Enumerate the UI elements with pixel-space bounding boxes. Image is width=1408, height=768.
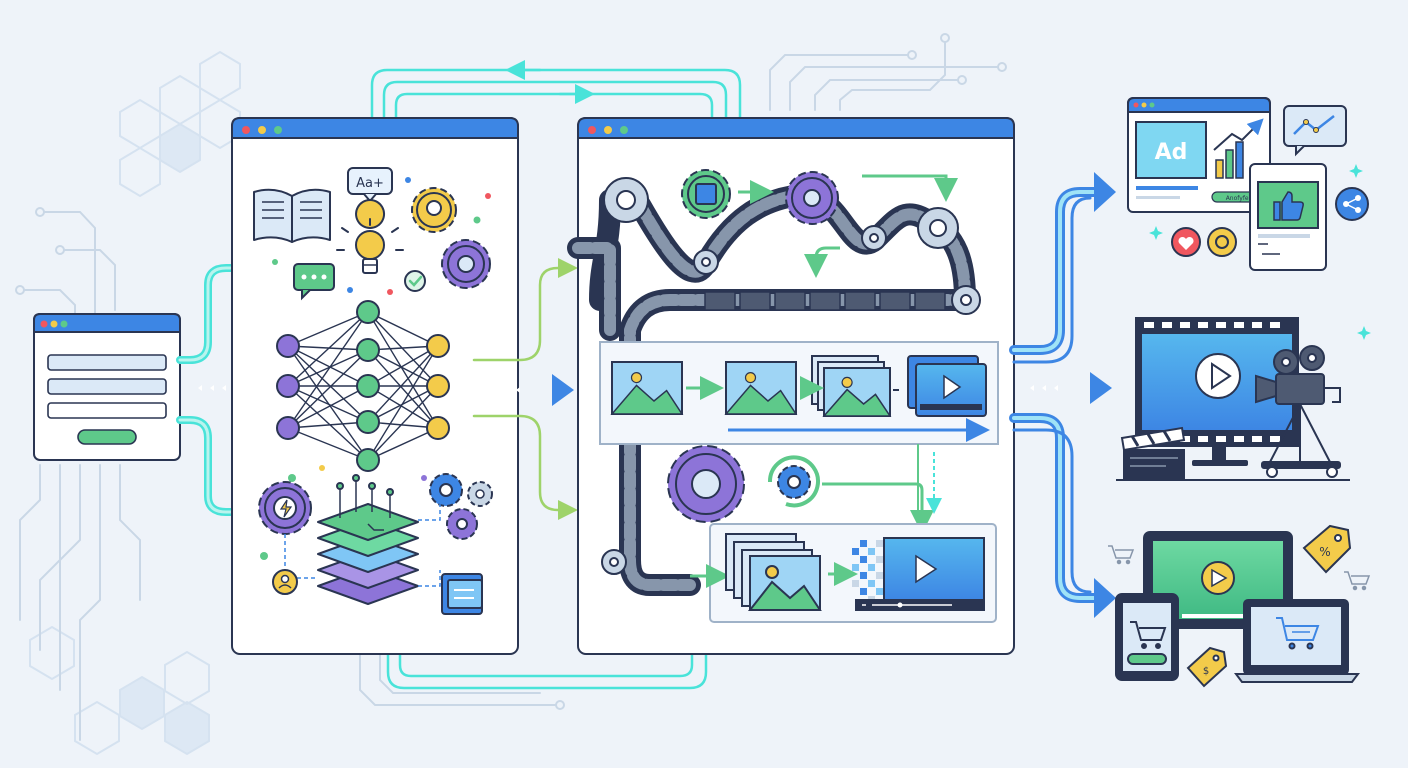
thumbs-up-icon bbox=[1273, 191, 1304, 221]
form-submit-button bbox=[77, 429, 137, 445]
input-node bbox=[276, 416, 300, 440]
ad-chip-label: Anofyfel bbox=[1226, 195, 1251, 202]
decor-dots bbox=[260, 177, 491, 560]
output-node bbox=[426, 334, 450, 358]
refresh-gear-icon bbox=[767, 455, 820, 508]
film-reel-icon bbox=[601, 177, 981, 575]
text-style-badge: Aa+ bbox=[347, 167, 393, 203]
pixel-block bbox=[876, 572, 883, 579]
pixel-block bbox=[868, 564, 875, 571]
film-frames bbox=[704, 291, 946, 311]
gear-icon bbox=[785, 171, 839, 225]
image-frame-icon bbox=[610, 361, 684, 415]
gear-cluster-icon bbox=[429, 473, 493, 540]
pixel-block bbox=[876, 540, 883, 547]
image-stack-icon bbox=[725, 533, 822, 611]
movie-camera-icon bbox=[1255, 345, 1341, 478]
flow-arrow bbox=[804, 246, 840, 278]
lightning-gear-icon bbox=[258, 481, 312, 535]
social-post-card bbox=[1249, 163, 1327, 271]
flow-arrow bbox=[822, 482, 934, 534]
sparkle-icon bbox=[1149, 164, 1371, 340]
background-hexagons bbox=[29, 50, 241, 756]
circuit-traces bbox=[15, 33, 1007, 741]
pixel-block bbox=[852, 580, 859, 587]
desktop-shop-icon bbox=[1234, 599, 1360, 683]
output-connectors bbox=[1006, 172, 1116, 618]
image-frame-icon bbox=[822, 367, 892, 417]
gear-icon bbox=[441, 239, 491, 289]
lightbulb-icon bbox=[336, 199, 404, 274]
document-book-icon bbox=[441, 573, 483, 615]
video-player-icon bbox=[855, 537, 985, 611]
input-connectors bbox=[173, 264, 258, 516]
form-input-2 bbox=[47, 378, 167, 395]
pixel-block bbox=[852, 564, 859, 571]
check-icon bbox=[404, 270, 426, 292]
network-edges bbox=[287, 311, 439, 461]
hidden-node bbox=[356, 410, 380, 434]
feedback-loop-bottom bbox=[386, 653, 708, 690]
hidden-node bbox=[356, 448, 380, 472]
pixel-block bbox=[876, 556, 883, 563]
output-node bbox=[426, 416, 450, 440]
clapperboard-icon bbox=[1120, 426, 1186, 481]
ad-banner-window: Ad Anofyfel bbox=[1127, 97, 1271, 213]
image-sequence-card bbox=[599, 341, 999, 445]
share-icon bbox=[1335, 187, 1369, 221]
chat-bubble-icon bbox=[293, 263, 335, 301]
pixel-block bbox=[860, 588, 867, 595]
feedback-loop-top bbox=[370, 60, 742, 120]
gear-icon bbox=[411, 187, 457, 233]
hidden-node bbox=[356, 374, 380, 398]
trend-chart-bubble-icon bbox=[1283, 105, 1347, 157]
trend-chart-icon bbox=[1213, 118, 1264, 179]
image-frame-gear-icon bbox=[681, 169, 731, 219]
video-render-card bbox=[690, 523, 997, 623]
input-node bbox=[276, 334, 300, 358]
pixel-block bbox=[876, 588, 883, 595]
pixel-block bbox=[868, 580, 875, 587]
input-form-window bbox=[33, 313, 181, 461]
svg-text:%: % bbox=[1319, 545, 1330, 559]
hidden-node bbox=[356, 338, 380, 362]
comment-icon bbox=[1207, 227, 1237, 257]
gear-icon bbox=[667, 445, 745, 523]
tablet-icon bbox=[1115, 593, 1179, 681]
mid-connectors bbox=[465, 258, 578, 520]
image-frame-icon bbox=[610, 355, 892, 417]
hidden-node bbox=[356, 300, 380, 324]
price-tag-icon: % bbox=[1302, 524, 1352, 574]
user-badge-icon bbox=[272, 569, 298, 595]
pixel-block bbox=[868, 548, 875, 555]
text-style-label: Aa+ bbox=[356, 176, 384, 191]
heart-icon bbox=[1171, 227, 1201, 257]
video-player-icon bbox=[907, 355, 987, 417]
open-book-icon bbox=[253, 188, 331, 243]
price-tag-icon: $ bbox=[1186, 646, 1228, 688]
image-frame-icon bbox=[724, 361, 798, 415]
pixel-block bbox=[852, 548, 859, 555]
form-input-1 bbox=[47, 354, 167, 371]
neural-network-icon bbox=[276, 300, 450, 472]
output-node bbox=[426, 374, 450, 398]
ad-banner-label: Ad bbox=[1155, 140, 1188, 165]
shopping-cart-icon bbox=[1108, 545, 1371, 591]
flow-arrow bbox=[862, 174, 958, 202]
layer-stack-icon bbox=[317, 474, 419, 605]
svg-text:$: $ bbox=[1203, 666, 1209, 677]
pixel-block bbox=[860, 556, 867, 563]
input-node bbox=[276, 374, 300, 398]
pixel-block bbox=[860, 540, 867, 547]
form-input-3 bbox=[47, 402, 167, 419]
pixel-block bbox=[860, 572, 867, 579]
